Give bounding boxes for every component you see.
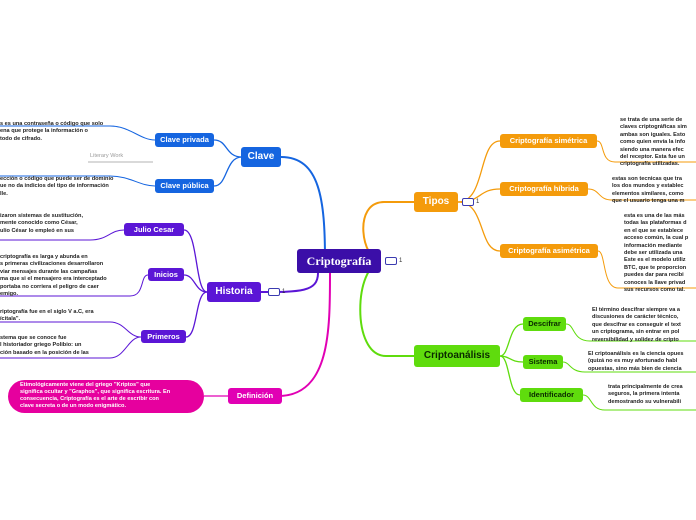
tipos-note-badge[interactable]: 1 [462, 198, 479, 206]
historia-note-badge[interactable]: 1 [268, 288, 285, 296]
node-inicios[interactable]: Inicios [148, 268, 184, 281]
definicion-text[interactable]: Etimológicamente viene del griego "Kript… [8, 380, 204, 413]
branch-tipos[interactable]: Tipos [414, 192, 458, 212]
branch-clave[interactable]: Clave [241, 147, 281, 167]
note-julio-cesar: izaron sistemas de sustitución,mente con… [0, 213, 83, 234]
central-note-badge[interactable]: 1 [385, 257, 402, 265]
node-criptografia-simetrica[interactable]: Criptografía simétrica [500, 134, 597, 148]
branch-definicion[interactable]: Definición [228, 388, 282, 404]
note-icon [385, 257, 397, 265]
note-clave-publica: ección o código que puede ser de dominio… [0, 176, 114, 197]
note-icon [462, 198, 474, 206]
node-primeros[interactable]: Primeros [141, 330, 186, 343]
node-clave-privada[interactable]: Clave privada [155, 133, 214, 147]
note-sistema: El criptoanálisis es la ciencia opues(qu… [588, 351, 684, 372]
branch-criptoanalisis[interactable]: Criptoanálisis [414, 345, 500, 367]
node-criptografia-hibrida[interactable]: Criptografía híbrida [500, 182, 588, 196]
branch-historia[interactable]: Historia [207, 282, 261, 302]
node-criptografia-asimetrica[interactable]: Criptografía asimétrica [500, 244, 598, 258]
note-icon [268, 288, 280, 296]
tag-literary-work: Literary Work [90, 153, 124, 159]
node-descifrar[interactable]: Descifrar [523, 317, 566, 331]
node-identificador[interactable]: Identificador [520, 388, 583, 402]
node-clave-publica[interactable]: Clave pública [155, 179, 214, 193]
node-sistema[interactable]: Sistema [523, 355, 563, 369]
central-topic-criptografia[interactable]: Criptografía [297, 249, 381, 273]
node-julio-cesar[interactable]: Julio Cesar [124, 223, 184, 236]
